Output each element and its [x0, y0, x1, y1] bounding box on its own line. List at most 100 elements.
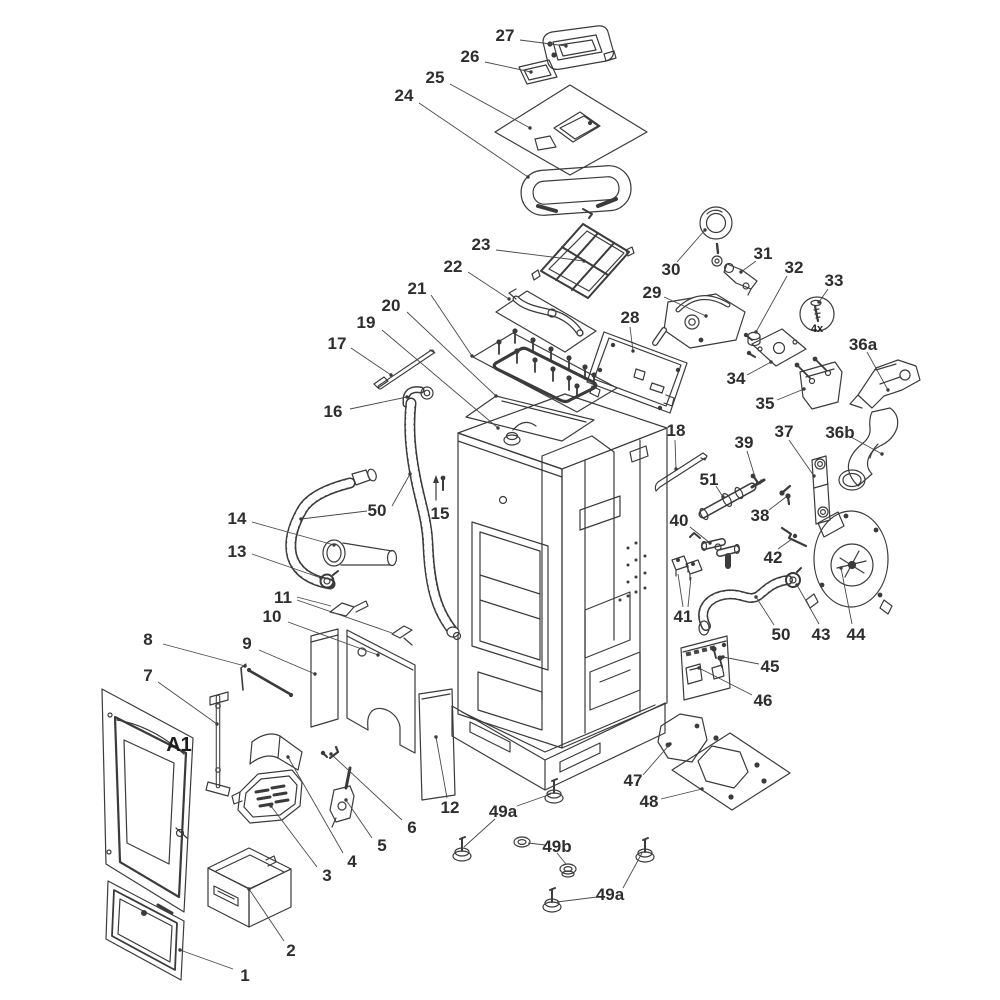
callout-8: 8: [143, 630, 152, 649]
part-17-tube-graphic: [373, 349, 436, 390]
screw-qty-label: 4x: [811, 323, 824, 335]
callout-39: 39: [735, 433, 754, 452]
part-28-bracket-panel-graphic: [586, 331, 688, 414]
part-50-left-s-hose-graphic: [285, 468, 377, 590]
part-25-top-plate-graphic: [494, 84, 648, 176]
callout-33: 33: [825, 271, 844, 290]
part-31-latch-graphic: [723, 262, 758, 296]
part-5-bracket-graphic: [329, 766, 355, 828]
callout-42: 42: [764, 548, 783, 567]
callout-40: 40: [670, 511, 689, 530]
callout-23: 23: [472, 235, 491, 254]
callout-17: 17: [328, 334, 347, 353]
callout-11: 11: [274, 588, 292, 607]
parts-artwork: [101, 25, 921, 981]
callout-18: 18: [667, 421, 686, 440]
callout-51: 51: [700, 470, 719, 489]
part-51-igniter-graphic: [698, 478, 766, 521]
part-29-damper-graphic: [652, 293, 746, 349]
part-13-hose-clamp-graphic: [319, 570, 339, 589]
callout-32: 32: [785, 258, 804, 277]
callout-49b: 49b: [542, 837, 571, 856]
part-24-gasket-graphic: [520, 165, 632, 219]
callout-2: 2: [286, 941, 295, 960]
part-21-stud-plate-graphic: [472, 328, 618, 413]
callout-27: 27: [496, 26, 515, 45]
part-33-screw-detail-graphic: [799, 296, 835, 332]
callout-43: 43: [812, 625, 831, 644]
part-18-rod-graphic: [654, 452, 708, 492]
part-11-angle-brackets-graphic: [329, 600, 413, 646]
part-26-plate-graphic: [518, 59, 558, 85]
part-36b-elbow-duct-graphic: [838, 407, 899, 491]
callout-49a-right: 49a: [596, 885, 625, 904]
part-22-plate-tube-graphic: [495, 288, 597, 353]
callout-26: 26: [461, 47, 480, 66]
part-9-rod-graphic: [246, 667, 294, 698]
callout-16: 16: [324, 402, 343, 421]
part-12-panel-graphic: [418, 688, 456, 801]
callout-13: 13: [228, 542, 247, 561]
part-49b-foot-pads-graphic: [513, 836, 577, 878]
part-38-screws-graphic: [779, 484, 792, 506]
callout-14: 14: [228, 509, 247, 528]
part-7-hinge-graphic: [205, 691, 231, 797]
part-30-knob-graphic: [699, 206, 733, 267]
callout-9: 9: [242, 634, 251, 653]
callout-29: 29: [643, 283, 662, 302]
part-3-burn-pot-graphic: [231, 769, 303, 824]
part-20-plate-graphic: [465, 395, 595, 442]
callout-21: 21: [408, 279, 427, 298]
part-27-lid-graphic: [542, 25, 617, 70]
part-4-deflector-graphic: [249, 733, 303, 771]
part-41-switches-graphic: [671, 555, 703, 581]
part-23-grate-graphic: [531, 223, 635, 299]
part-15-screw-graphic: [433, 475, 446, 501]
part-2-ash-box-graphic: [207, 847, 292, 928]
part-40-valve-graphic: [689, 532, 741, 569]
callout-46: 46: [754, 691, 773, 710]
part-8-pin-graphic: [240, 663, 247, 691]
callout-31: 31: [754, 244, 773, 263]
callout-28: 28: [621, 308, 640, 327]
callout-34: 34: [727, 369, 746, 388]
callout-36a: 36a: [849, 335, 878, 354]
callout-50-left: 50: [368, 501, 387, 520]
callout-labels: 1 2 3 4 5 6 7 8 9 10 11 12 13 14 15 16 1…: [143, 26, 877, 985]
callout-47: 47: [624, 771, 643, 790]
part-34-plate-graphic: [743, 328, 807, 367]
part-43-clamp-graphic: [785, 567, 802, 588]
part-a1-door-graphic: [101, 688, 194, 913]
part-36a-motor-bracket-graphic: [849, 359, 921, 409]
part-9-side-panel-graphic: [310, 628, 339, 728]
door-a1-label: A1: [166, 734, 192, 756]
callout-4: 4: [347, 852, 357, 871]
callout-45: 45: [761, 657, 780, 676]
callout-24: 24: [395, 86, 414, 105]
callout-22: 22: [444, 257, 463, 276]
part-50-right-hose-graphic: [698, 575, 793, 636]
part-49a-feet-graphic: [452, 778, 655, 913]
callout-48: 48: [640, 792, 659, 811]
part-37-bracket-strip-graphic: [811, 455, 831, 525]
part-46-pcb-graphic: [680, 635, 731, 701]
callout-50-right: 50: [772, 625, 791, 644]
part-35-bracket-graphic: [794, 356, 843, 410]
callout-1: 1: [240, 966, 249, 985]
part-body-stove-graphic: [451, 393, 668, 791]
callout-5: 5: [377, 836, 386, 855]
callout-20: 20: [382, 296, 401, 315]
callout-7: 7: [143, 666, 152, 685]
callout-25: 25: [426, 68, 445, 87]
leader-endpoint-dots: [178, 44, 890, 952]
leader-lines: [157, 39, 889, 970]
callout-36b: 36b: [825, 423, 854, 442]
part-10-heat-shield-graphic: [346, 629, 416, 754]
part-44-blower-graphic: [805, 510, 893, 615]
callout-38: 38: [751, 506, 770, 525]
callout-37: 37: [775, 422, 794, 441]
callout-6: 6: [407, 818, 416, 837]
callout-30: 30: [662, 260, 681, 279]
part-6-allen-key-graphic: [320, 745, 340, 760]
